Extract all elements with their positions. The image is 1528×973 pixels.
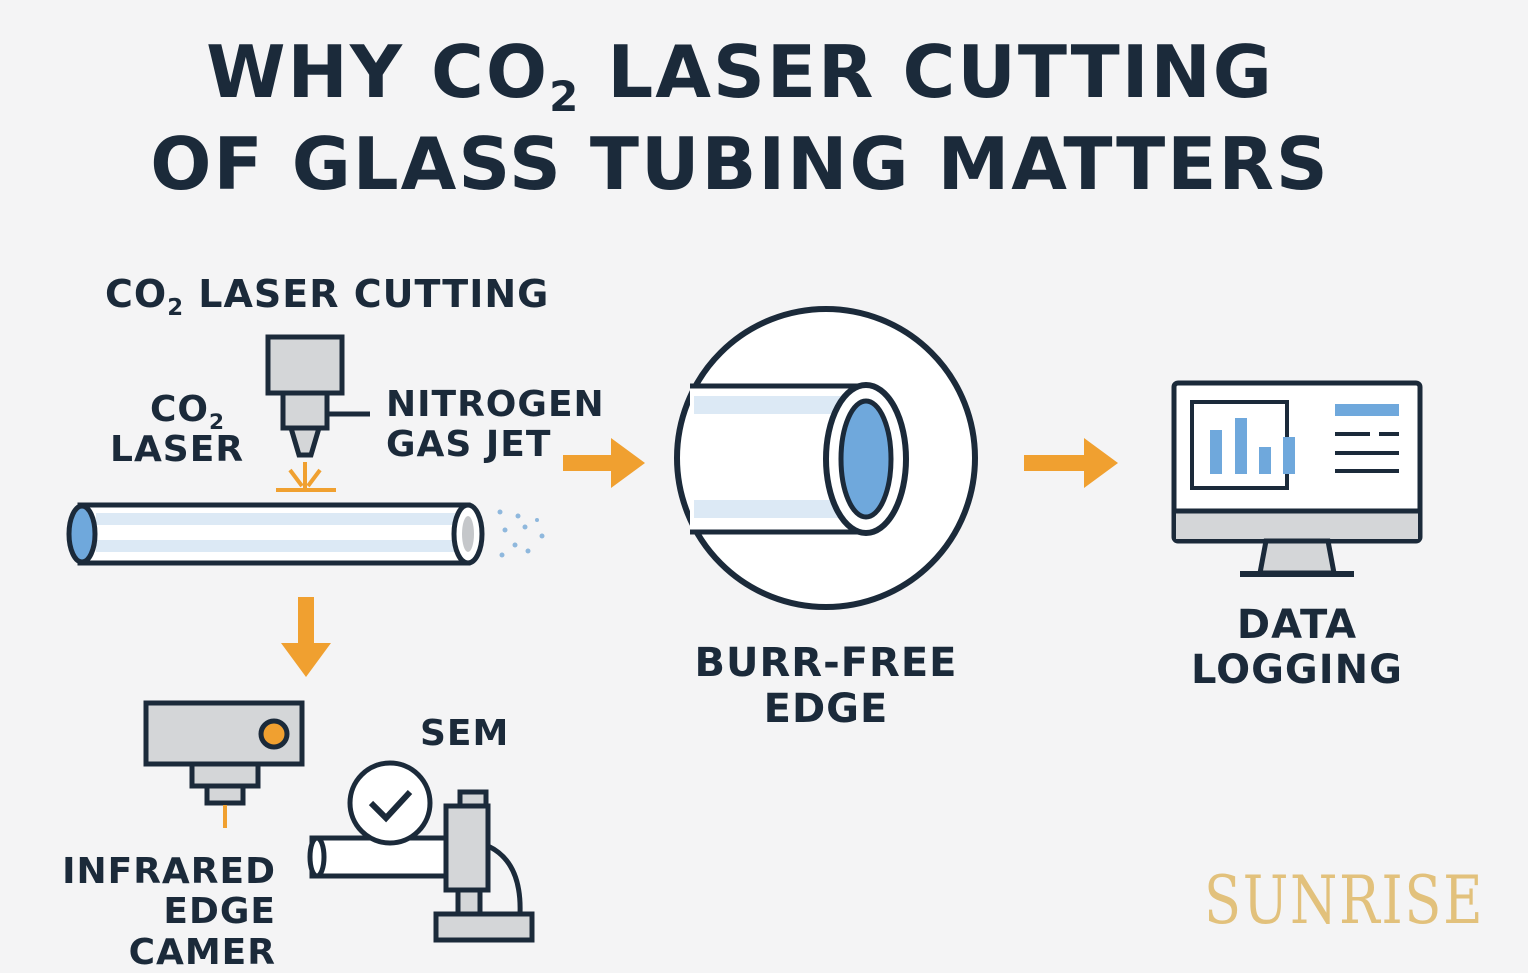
laser-head-icon (265, 334, 370, 458)
infrared-edge-camera-label: INFRARED EDGE CAMER (62, 851, 276, 973)
brand-logo: SUNRISE (1204, 862, 1485, 939)
diagram-graphics (66, 306, 1423, 943)
arrow-right-icon (1024, 438, 1118, 488)
sem-microscope-icon (307, 760, 535, 943)
gas-particles-icon (497, 509, 545, 558)
arrow-right-icon (563, 438, 645, 488)
laser-spark-icon (276, 462, 336, 492)
burr-free-edge-icon (674, 306, 978, 610)
page-title: WHY CO2 LASER CUTTING OF GLASS TUBING MA… (0, 26, 1480, 210)
co2-laser-label: CO2 LASER (110, 389, 245, 471)
burr-free-edge-label: BURR-FREE EDGE (694, 640, 958, 732)
nitrogen-gas-jet-label: NITROGEN GAS JET (386, 384, 605, 466)
monitor-icon (1171, 380, 1423, 577)
infrared-camera-icon (143, 700, 305, 828)
sem-label: SEM (420, 713, 510, 754)
cutting-heading: CO2 LASER CUTTING (105, 272, 550, 321)
arrow-down-icon (281, 597, 331, 677)
title-line-2: OF GLASS TUBING MATTERS (150, 122, 1330, 206)
data-logging-label: DATA LOGGING (1191, 602, 1403, 693)
glass-tube-icon (66, 502, 485, 566)
title-line-1: WHY CO2 LASER CUTTING (206, 30, 1274, 121)
